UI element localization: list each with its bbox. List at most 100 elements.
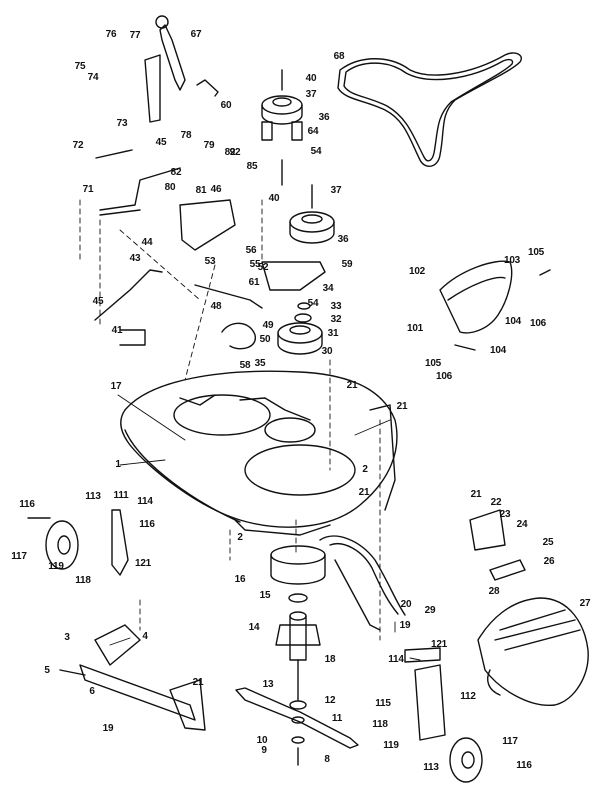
gauge-wheel-right xyxy=(404,647,483,783)
callout-118: 118 xyxy=(372,719,388,730)
callout-21: 21 xyxy=(346,380,358,391)
rear-hanger-bracket xyxy=(469,509,526,581)
callout-24: 24 xyxy=(516,519,528,530)
belt-guide-right xyxy=(319,404,406,631)
callout-21: 21 xyxy=(470,489,482,500)
callout-116: 116 xyxy=(516,760,532,771)
callout-78: 78 xyxy=(180,130,192,141)
callout-27: 27 xyxy=(579,598,591,609)
callout-117: 117 xyxy=(502,736,518,747)
callout-105: 105 xyxy=(424,358,442,369)
callout-112: 112 xyxy=(460,691,476,702)
callout-36: 36 xyxy=(337,234,349,245)
callout-73: 73 xyxy=(116,118,128,129)
callout-76: 76 xyxy=(105,29,117,40)
callout-4: 4 xyxy=(142,631,148,642)
callout-46: 46 xyxy=(210,184,222,195)
callout-11: 11 xyxy=(331,713,343,724)
callout-71: 71 xyxy=(82,184,94,195)
mower-blade xyxy=(235,687,359,749)
callout-40: 40 xyxy=(305,73,317,84)
callout-40: 40 xyxy=(268,193,280,204)
callout-106: 106 xyxy=(435,371,453,382)
callout-119: 119 xyxy=(383,740,399,751)
callout-12: 12 xyxy=(324,695,336,706)
callout-119: 119 xyxy=(48,561,64,572)
callout-54: 54 xyxy=(310,146,322,157)
callout-15: 15 xyxy=(259,590,271,601)
callout-64: 64 xyxy=(307,126,319,137)
callout-29: 29 xyxy=(424,605,436,616)
callout-48: 48 xyxy=(210,301,222,312)
callout-18: 18 xyxy=(324,654,336,665)
callout-3: 3 xyxy=(64,632,70,643)
gauge-wheel-left xyxy=(27,509,129,576)
callout-121: 121 xyxy=(430,639,448,650)
callout-113: 113 xyxy=(85,491,101,502)
callout-54: 54 xyxy=(307,298,319,309)
front-deck-bracket xyxy=(59,624,206,731)
discharge-chute xyxy=(477,597,589,706)
callout-77: 77 xyxy=(129,30,141,41)
callout-10: 10 xyxy=(256,735,268,746)
lift-linkage xyxy=(94,15,263,350)
callout-1: 1 xyxy=(115,459,121,470)
callout-53: 53 xyxy=(204,256,216,267)
callout-85: 85 xyxy=(246,161,258,172)
callout-68: 68 xyxy=(333,51,345,62)
callout-115: 115 xyxy=(375,698,391,709)
callout-21: 21 xyxy=(192,677,204,688)
callout-117: 117 xyxy=(11,551,27,562)
callout-75: 75 xyxy=(74,61,86,72)
callout-26: 26 xyxy=(543,556,555,567)
callout-121: 121 xyxy=(134,558,152,569)
callout-41: 41 xyxy=(111,325,123,336)
callout-5: 5 xyxy=(44,665,50,676)
drive-belt xyxy=(337,52,522,167)
callout-21: 21 xyxy=(396,401,408,412)
callout-9: 9 xyxy=(261,745,267,756)
callout-116: 116 xyxy=(19,499,35,510)
callout-17: 17 xyxy=(110,381,122,392)
callout-45: 45 xyxy=(155,137,167,148)
callout-28: 28 xyxy=(488,586,500,597)
callout-111: 111 xyxy=(113,490,129,501)
callout-67: 67 xyxy=(190,29,202,40)
callout-19: 19 xyxy=(399,620,411,631)
callout-25: 25 xyxy=(542,537,554,548)
callout-114: 114 xyxy=(137,496,153,507)
callout-74: 74 xyxy=(87,72,99,83)
callout-33: 33 xyxy=(330,301,342,312)
blade-spindle-assembly xyxy=(270,545,326,766)
callout-59: 59 xyxy=(341,259,353,270)
callout-36: 36 xyxy=(318,112,330,123)
callout-80: 80 xyxy=(164,182,176,193)
callout-72: 72 xyxy=(72,140,84,151)
callout-116: 116 xyxy=(139,519,155,530)
callout-56: 56 xyxy=(245,245,257,256)
callout-118: 118 xyxy=(75,575,91,586)
callout-8: 8 xyxy=(324,754,330,765)
callout-103: 103 xyxy=(503,255,521,266)
callout-82: 82 xyxy=(224,147,236,158)
callout-58: 58 xyxy=(239,360,251,371)
callout-114: 114 xyxy=(388,654,404,665)
callout-101: 101 xyxy=(406,323,424,334)
callout-55: 55 xyxy=(249,259,261,270)
callout-23: 23 xyxy=(499,509,511,520)
callout-52: 52 xyxy=(257,262,269,273)
callout-60: 60 xyxy=(220,100,232,111)
callout-102: 102 xyxy=(408,266,426,277)
idler-assembly xyxy=(261,261,326,355)
callout-22: 22 xyxy=(490,497,502,508)
callout-6: 6 xyxy=(89,686,95,697)
callout-30: 30 xyxy=(321,346,333,357)
callout-61: 61 xyxy=(248,277,260,288)
callout-113: 113 xyxy=(423,762,439,773)
callout-44: 44 xyxy=(141,237,153,248)
callout-31: 31 xyxy=(327,328,339,339)
callout-21: 21 xyxy=(358,487,370,498)
callout-14: 14 xyxy=(248,622,260,633)
